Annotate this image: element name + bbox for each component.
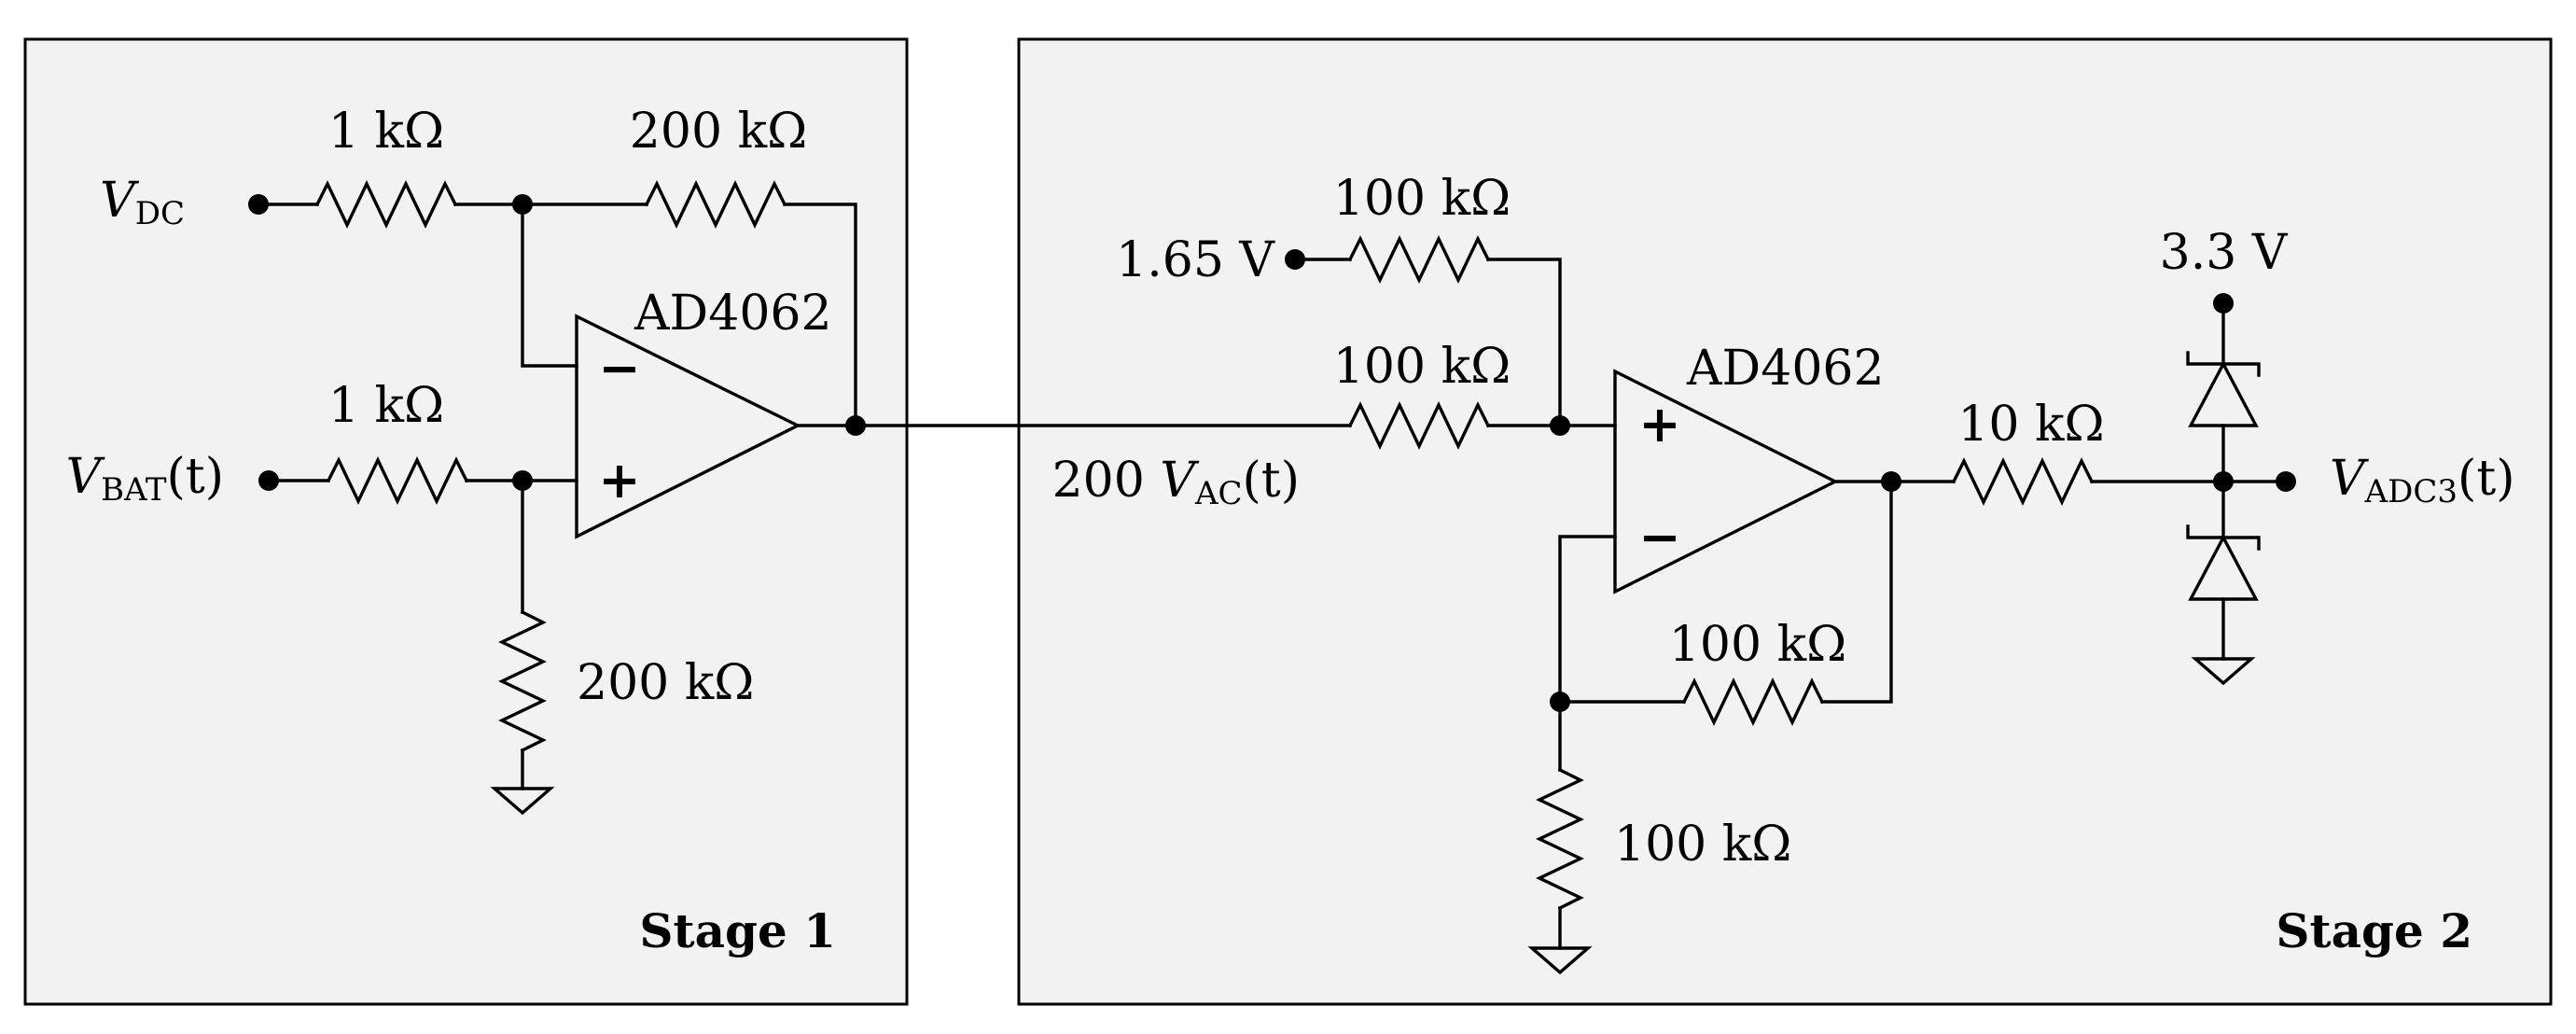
opamp1-noninv-sign: +: [598, 450, 640, 510]
label-opamp2: AD4062: [1686, 341, 1885, 397]
opamp-stage1: [575, 314, 801, 539]
label-r-ground2: 100 kΩ: [1614, 817, 1791, 873]
ground-symbol-diode: [2191, 657, 2256, 686]
resistor-1k-dc: [314, 180, 458, 229]
diode-top-bar: [2186, 351, 2261, 377]
label-r-feedback2: 100 kΩ: [1669, 617, 1846, 673]
resistor-200k-feedback: [644, 180, 787, 229]
label-r-in: 100 kΩ: [1333, 339, 1511, 395]
label-vbat: VBAT(t): [66, 449, 224, 509]
resistor-200k-ground: [498, 609, 547, 753]
terminal-ref: [1285, 249, 1305, 270]
diode-bottom-bar: [2186, 524, 2261, 551]
label-vdc: VDC: [100, 173, 185, 232]
label-r-feedback: 200 kΩ: [630, 104, 807, 160]
resistor-100k-ref: [1347, 235, 1491, 284]
wire-feedback-right: [783, 203, 857, 427]
ground-symbol-stage2: [1527, 946, 1593, 975]
node-clamp: [2213, 471, 2234, 492]
wire-inv-input: [521, 203, 578, 368]
resistor-100k-ground: [1536, 767, 1584, 911]
terminal-supply: [2213, 293, 2234, 314]
opamp2-inv-sign: −: [1638, 507, 1680, 566]
label-supply: 3.3 V: [2160, 225, 2289, 281]
node-noninv: [512, 470, 533, 491]
terminal-vdc: [248, 194, 269, 215]
stage2-panel: [1017, 37, 2553, 1006]
resistor-1k-bat: [326, 456, 469, 505]
stage1-panel: [23, 37, 909, 1006]
label-r-in-dc: 1 kΩ: [328, 104, 444, 160]
opamp1-inv-sign: −: [598, 338, 640, 398]
wire-feedback2-right: [1820, 480, 1893, 704]
terminal-vbat: [258, 470, 279, 491]
resistor-100k-feedback: [1681, 678, 1825, 726]
ground-symbol-stage1: [490, 787, 555, 816]
label-ref-voltage: 1.65 V: [1116, 232, 1275, 288]
stage1-title: Stage 1: [639, 903, 836, 958]
stage1-circuit: − + 1 kΩ 200 kΩ 1 kΩ 200 kΩ AD4062 VDC V…: [66, 104, 866, 958]
stage2-title: Stage 2: [2276, 903, 2472, 958]
opamp2-noninv-sign: +: [1638, 394, 1680, 454]
label-r-in-bat: 1 kΩ: [328, 378, 444, 434]
label-vadc3: VADC3(t): [2330, 451, 2515, 510]
label-r-out: 10 kΩ: [1957, 397, 2104, 453]
label-r-ref: 100 kΩ: [1333, 171, 1511, 227]
wire-inv2-input: [1558, 535, 1617, 704]
node-output2: [1881, 471, 1901, 492]
node-inv: [512, 194, 533, 215]
node-feedback2: [1550, 692, 1570, 712]
node-noninv2: [1550, 415, 1570, 436]
label-r-ground: 200 kΩ: [577, 655, 754, 711]
opamp-stage2: [1613, 369, 1839, 594]
label-opamp1: AD4062: [634, 286, 832, 342]
stage2-circuit: + − 1.65 V 100 kΩ: [1052, 171, 2515, 975]
terminal-output: [2276, 471, 2296, 492]
resistor-10k-out: [1951, 457, 2095, 506]
wire-ref-to-node: [1486, 258, 1562, 427]
label-signal: 200 VAC(t): [1052, 453, 1300, 512]
resistor-100k-in: [1347, 401, 1491, 450]
